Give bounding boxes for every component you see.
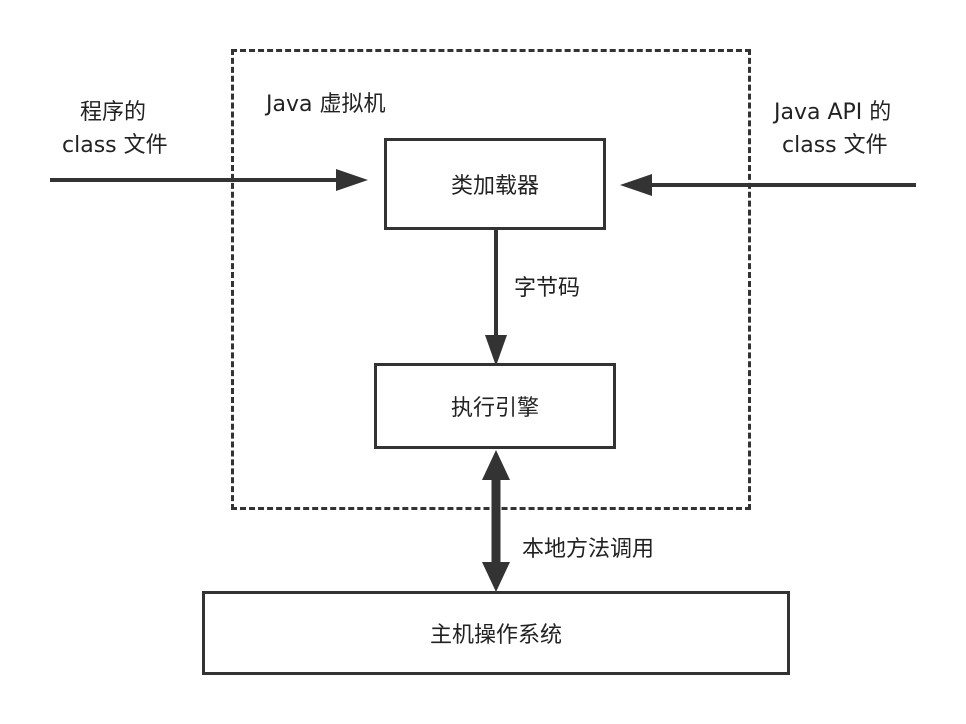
right-input-arrow bbox=[620, 174, 916, 196]
host-os-label: 主机操作系统 bbox=[429, 623, 562, 648]
execution-engine-label: 执行引擎 bbox=[450, 396, 539, 421]
jvm-boundary bbox=[231, 49, 751, 510]
bytecode-label: 字节码 bbox=[514, 276, 581, 301]
bytecode-arrow bbox=[485, 230, 507, 366]
left-input-label-line2: class 文件 bbox=[62, 133, 168, 158]
left-input-label-line1: 程序的 bbox=[80, 100, 147, 125]
right-input-label-line2: class 文件 bbox=[782, 133, 888, 158]
left-input-arrow bbox=[50, 169, 368, 191]
class-loader-label: 类加载器 bbox=[450, 174, 539, 199]
execution-engine-box: 执行引擎 bbox=[374, 363, 616, 449]
right-input-label-line1: Java API 的 bbox=[774, 100, 892, 125]
host-os-box: 主机操作系统 bbox=[202, 591, 790, 675]
native-call-arrow bbox=[482, 450, 510, 592]
native-call-label: 本地方法调用 bbox=[522, 537, 655, 562]
jvm-title: Java 虚拟机 bbox=[266, 92, 386, 117]
class-loader-box: 类加载器 bbox=[384, 138, 606, 230]
